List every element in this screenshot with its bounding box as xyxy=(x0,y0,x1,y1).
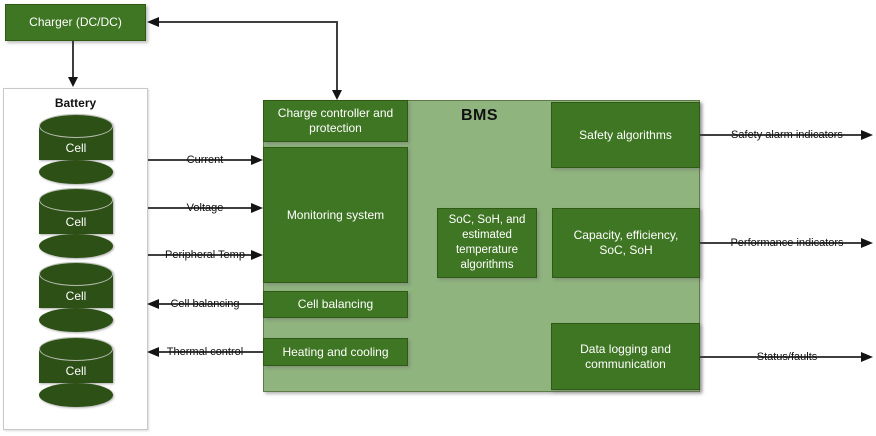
arrowhead-right-current xyxy=(251,155,263,165)
arrowhead-left-thermal-control xyxy=(147,347,159,357)
performance-line xyxy=(700,242,861,244)
thermal-control-label: Thermal control xyxy=(166,346,244,358)
safety-alarm-label: Safety alarm indicators xyxy=(731,129,843,141)
cell-balancing-line xyxy=(159,303,263,305)
battery-cell-cylinder: Cell xyxy=(39,262,113,332)
status-faults-line xyxy=(700,356,861,358)
charger-box: Charger (DC/DC) xyxy=(5,4,146,41)
battery-cell-cylinder: Cell xyxy=(39,188,113,258)
battery-title: Battery xyxy=(54,96,97,110)
performance-label: Performance indicators xyxy=(730,237,844,249)
monitoring-system-box: Monitoring system xyxy=(263,147,408,283)
current-label: Current xyxy=(186,154,224,166)
arrowhead-left-charger xyxy=(147,17,159,27)
charge-controller-box: Charge controller and protection xyxy=(263,100,408,142)
heating-cooling-box: Heating and cooling xyxy=(263,338,408,366)
bms-to-charger-line-h xyxy=(159,21,338,23)
bms-to-charger-line-v xyxy=(336,21,338,91)
battery-container: Battery Cell Cell Cell Cell xyxy=(3,88,148,430)
status-faults-label: Status/faults xyxy=(756,351,818,363)
arrowhead-left-cell-balancing xyxy=(147,299,159,309)
voltage-line xyxy=(148,207,251,209)
safety-algorithms-box: Safety algorithms xyxy=(551,102,700,168)
cell-label: Cell xyxy=(65,289,87,303)
arrowhead-right-status-faults xyxy=(861,352,873,362)
voltage-label: Voltage xyxy=(186,202,224,214)
current-line xyxy=(148,159,251,161)
battery-cell-cylinder: Cell xyxy=(39,337,113,407)
cell-label: Cell xyxy=(65,364,87,378)
peripheral-temp-line xyxy=(148,254,251,256)
cell-balancing-box: Cell balancing xyxy=(263,291,408,318)
arrowhead-right-peripheral-temp xyxy=(251,250,263,260)
peripheral-temp-label: Peripheral Temp xyxy=(165,249,245,261)
arrowhead-right-safety-alarm xyxy=(861,130,873,140)
cell-label: Cell xyxy=(65,141,87,155)
arrowhead-down-bms xyxy=(332,90,342,100)
arrowhead-right-performance xyxy=(861,238,873,248)
thermal-control-line xyxy=(159,351,263,353)
data-logging-box: Data logging and communication xyxy=(551,323,700,390)
charger-to-battery-line xyxy=(72,41,74,78)
cell-balancing-label: Cell balancing xyxy=(170,298,240,310)
estimation-algorithms-box: SoC, SoH, and estimated temperature algo… xyxy=(437,208,537,278)
capacity-efficiency-box: Capacity, efficiency, SoC, SoH xyxy=(552,208,700,278)
arrowhead-right-voltage xyxy=(251,203,263,213)
battery-cell-cylinder: Cell xyxy=(39,114,113,184)
safety-alarm-line xyxy=(700,134,861,136)
arrowhead-down-battery xyxy=(68,77,78,87)
cell-label: Cell xyxy=(65,215,87,229)
bms-title: BMS xyxy=(460,107,499,124)
